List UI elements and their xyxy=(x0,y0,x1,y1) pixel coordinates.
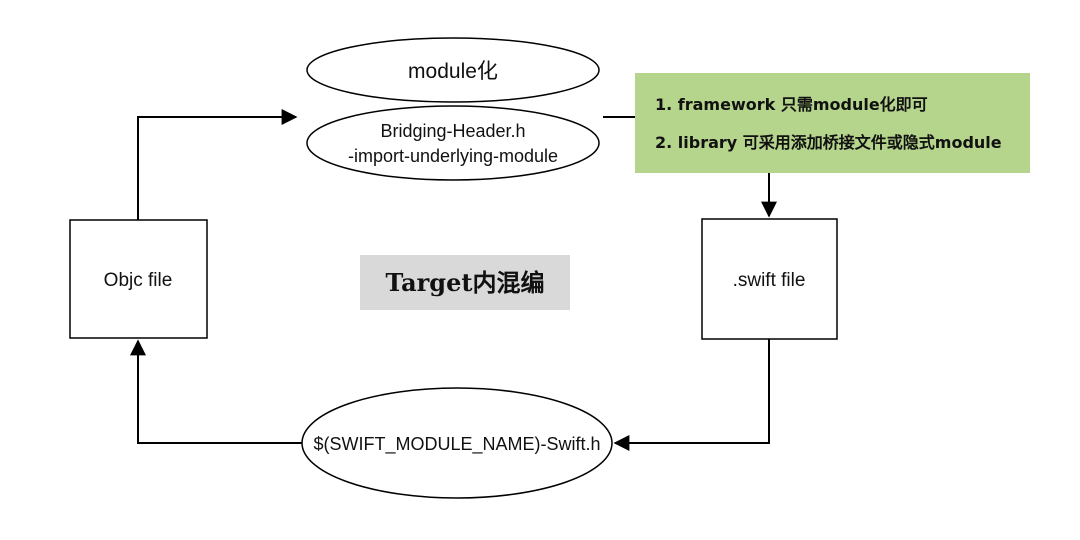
swift-file-label: .swift file xyxy=(733,270,806,291)
note-line-library: 2. library 可采用添加桥接文件或隐式module xyxy=(655,133,1002,152)
module-ellipse-label: module化 xyxy=(408,60,498,83)
swift-header-ellipse: $(SWIFT_MODULE_NAME)-Swift.h xyxy=(301,387,613,499)
bridging-header-ellipse: Bridging-Header.h -import-underlying-mod… xyxy=(306,105,600,181)
import-underlying-module-label: -import-underlying-module xyxy=(348,146,558,166)
module-ellipse: module化 xyxy=(306,37,600,103)
target-hybrid-label-box: Target内混编 xyxy=(360,255,570,310)
objc-file-label: Objc file xyxy=(104,270,173,291)
objc-file-box: Objc file xyxy=(69,219,208,339)
objc-to-bridging-arrow xyxy=(137,109,298,220)
note-line-framework: 1. framework 只需module化即可 xyxy=(655,95,928,114)
swift-header-label: $(SWIFT_MODULE_NAME)-Swift.h xyxy=(313,434,600,455)
swift-to-header-arrow xyxy=(613,339,770,451)
swift-file-box: .swift file xyxy=(701,218,838,340)
bridging-header-label: Bridging-Header.h xyxy=(380,121,525,141)
target-hybrid-label: Target内混编 xyxy=(386,268,545,297)
note-box: 1. framework 只需module化即可 2. library 可采用添… xyxy=(635,73,1030,173)
header-to-objc-arrow xyxy=(130,339,302,444)
